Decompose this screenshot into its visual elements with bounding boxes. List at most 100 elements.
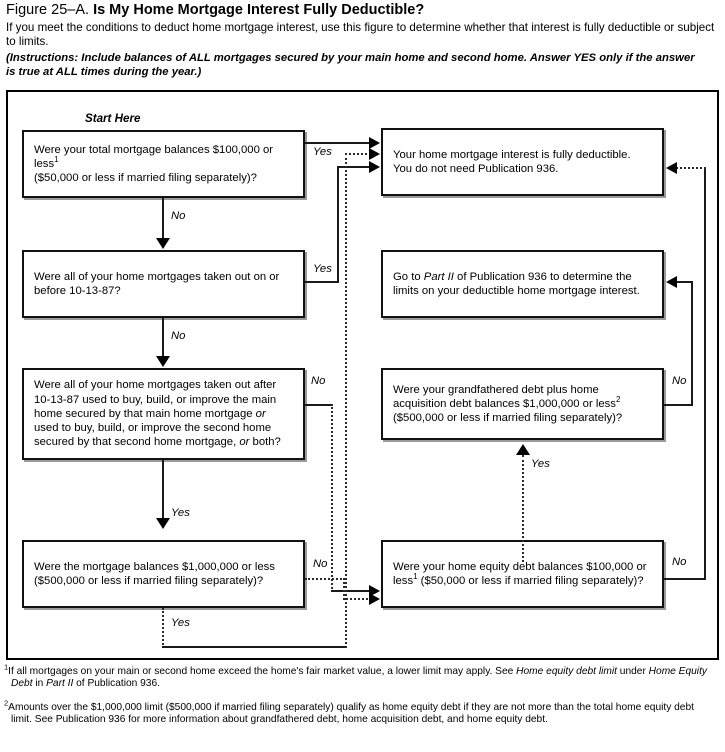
edge-label-q2-no: No — [171, 330, 186, 342]
q4-line1: Were the mortgage balances $1,000,000 or… — [34, 560, 275, 573]
edge-q4-yes-line-v2 — [345, 153, 347, 648]
edge-q3-no-line-v — [331, 404, 333, 592]
footnote-1-italic-2: Home Equity — [648, 666, 707, 677]
edge-q4-yes-arrowhead — [369, 148, 380, 160]
edge-q2-no-line — [162, 318, 164, 356]
edge-q4-no-line-h — [305, 578, 345, 580]
edge-q5-no-arrowhead — [666, 276, 677, 288]
q3-line3: home secured by that main home mortgage — [34, 407, 256, 420]
q3-line3-or: or — [255, 407, 266, 420]
edge-q1-no-line — [162, 198, 164, 238]
edge-q3-no-arrowhead — [369, 585, 380, 597]
edge-q5-no-line-v — [691, 281, 693, 406]
q4-line2: ($500,000 or less if married filing sepa… — [34, 575, 264, 587]
q6-line2b: ($50,000 or less if married filing separ… — [417, 575, 644, 587]
edge-label-q3-yes: Yes — [171, 507, 190, 519]
edge-label-q5-yes: Yes — [531, 458, 550, 470]
start-here-label: Start Here — [85, 112, 141, 125]
figure-title: Is My Home Mortgage Interest Fully Deduc… — [93, 2, 425, 18]
question-box-taken-out-before-1987[interactable]: Were all of your home mortgages taken ou… — [22, 250, 305, 318]
footnote-1-marker: 1 — [4, 662, 9, 672]
edge-label-q5-no: No — [672, 375, 687, 387]
edge-q4-no-arrowhead — [369, 593, 380, 605]
q6-footnote-marker: 1 — [413, 572, 418, 582]
q5-line3: ($500,000 or less if married filing sepa… — [393, 412, 623, 425]
edge-label-q6-no: No — [672, 556, 687, 568]
q6-line1: Were your home equity debt balances $100… — [393, 560, 647, 573]
edge-q1-yes-line — [305, 142, 371, 144]
question-box-total-mortgage-balances[interactable]: Were your total mortgage balances $100,0… — [22, 130, 305, 198]
edge-q4-no-line-v — [343, 578, 345, 600]
q2-line2: before 10-13-87? — [34, 285, 121, 297]
q3-line4: used to buy, build, or improve the secon… — [34, 422, 272, 435]
edge-q3-yes-arrowhead — [156, 518, 170, 529]
q5-line1: Were your grandfathered debt plus home — [393, 383, 599, 396]
footnote-1: 1If all mortgages on your main or second… — [4, 662, 720, 691]
question-box-taken-out-after-1987[interactable]: Were all of your home mortgages taken ou… — [22, 368, 305, 460]
q1-line1: Were your total mortgage balances $100,0… — [34, 143, 274, 170]
footnote-2-marker: 2 — [4, 698, 9, 708]
page-title: Figure 25–A. Is My Home Mortgage Interes… — [6, 2, 718, 19]
r2-line2: limits on your deductible home mortgage … — [393, 285, 640, 297]
edge-label-q4-yes: Yes — [171, 617, 190, 629]
q3-line1: Were all of your home mortgages taken ou… — [34, 379, 277, 392]
q1-line2: ($50,000 or less if married filing separ… — [34, 172, 257, 185]
r2-line1a: Go to — [393, 270, 424, 283]
edge-q6-no-line-h — [664, 578, 706, 580]
edge-q6-no-line-h2 — [676, 167, 706, 169]
figure-instructions: (Instructions: Include balances of ALL m… — [6, 52, 695, 78]
edge-q2-yes-line-v — [337, 166, 339, 283]
question-box-mortgage-balances-1m[interactable]: Were the mortgage balances $1,000,000 or… — [22, 540, 305, 608]
q3-line5-or: or — [239, 436, 250, 449]
footnote-2-text-2: limit. See Publication 936 for more info… — [11, 714, 548, 726]
q3-line5: secured by that second home mortgage, — [34, 436, 240, 449]
q5-line2: acquisition debt balances $1,000,000 or … — [393, 397, 616, 410]
footnote-1-text-3: in — [32, 678, 47, 690]
footnote-1-text-1: If all mortgages on your main or second … — [8, 666, 517, 677]
edge-q6-no-arrowhead — [666, 162, 677, 174]
footnote-1-italic-3: Debt — [11, 678, 33, 690]
edge-q5-yes-arrowhead — [516, 444, 530, 455]
r1-line1: Your home mortgage interest is fully ded… — [393, 148, 631, 161]
r2-part-ii: Part II — [423, 270, 454, 283]
footnote-2: 2Amounts over the $1,000,000 limit ($500… — [4, 698, 720, 727]
r2-line1b: of Publication 936 to determine the — [453, 270, 632, 283]
edge-q5-yes-line-v — [522, 455, 524, 562]
question-box-grandfathered-debt[interactable]: Were your grandfathered debt plus home a… — [381, 368, 664, 440]
footnote-1-text-4: of Publication 936. — [73, 678, 160, 690]
edge-q4-yes-line-v — [162, 608, 164, 648]
q2-line1: Were all of your home mortgages taken ou… — [34, 270, 280, 283]
footnote-2-text-1: Amounts over the $1,000,000 limit ($500,… — [8, 702, 694, 713]
figure-subtitle: If you meet the conditions to deduct hom… — [6, 21, 715, 48]
figure-number: Figure 25–A. — [6, 2, 90, 18]
footnote-1-text-2: under — [616, 666, 649, 677]
q3-line5-tail: both? — [249, 436, 281, 449]
edge-q4-yes-line-h — [162, 646, 345, 648]
r1-line2: You do not need Publication 936. — [393, 163, 559, 175]
edge-q3-yes-line — [162, 460, 164, 518]
edge-q5-no-line-h — [664, 404, 693, 406]
edge-label-q1-yes: Yes — [313, 146, 332, 158]
edge-q2-yes-line-h — [305, 281, 339, 283]
edge-label-q3-no: No — [311, 375, 326, 387]
edge-label-q2-yes: Yes — [313, 263, 332, 275]
result-box-fully-deductible[interactable]: Your home mortgage interest is fully ded… — [381, 128, 664, 196]
result-box-go-to-part-ii[interactable]: Go to Part II of Publication 936 to dete… — [381, 250, 664, 318]
edge-q1-yes-arrowhead — [369, 137, 380, 149]
edge-label-q4-no: No — [313, 558, 328, 570]
edge-q3-no-line-h — [305, 404, 333, 406]
footnote-1-italic-1: Home equity debt limit — [516, 666, 617, 677]
edge-q5-no-line-h2 — [676, 281, 693, 283]
edge-q2-yes-arrowhead — [369, 161, 380, 173]
q6-line2a: less — [393, 575, 414, 587]
edge-q4-no-line-h2 — [343, 598, 371, 600]
edge-label-q1-no: No — [171, 210, 186, 222]
edge-q3-no-line-h2 — [331, 590, 371, 592]
edge-q1-no-arrowhead — [156, 238, 170, 249]
q5-footnote-marker: 2 — [615, 395, 621, 405]
edge-q2-yes-line-h2 — [337, 166, 371, 168]
q1-footnote-marker: 1 — [54, 155, 59, 165]
edge-q6-no-line-v — [704, 167, 706, 580]
q3-line2: 10-13-87 used to buy, build, or improve … — [34, 393, 277, 406]
